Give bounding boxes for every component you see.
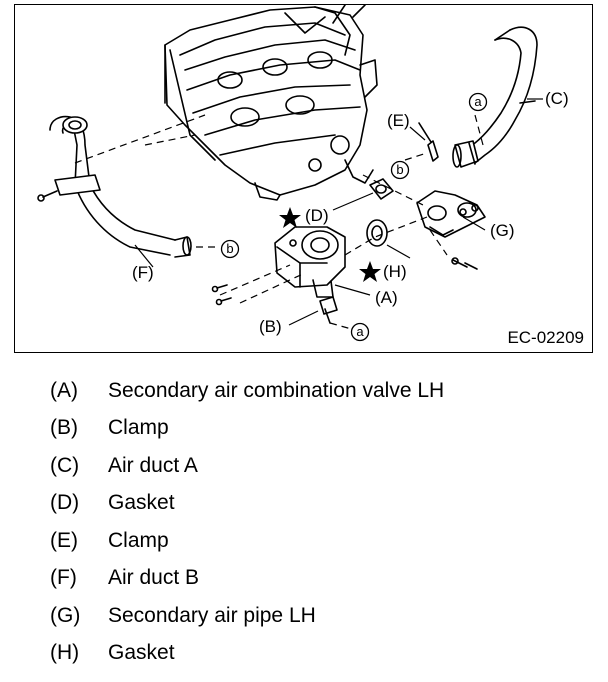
legend-code: (E) — [50, 528, 78, 552]
air-duct-b — [37, 115, 192, 258]
star-icon-h — [359, 261, 381, 282]
stars — [279, 207, 381, 282]
gasket-h — [366, 219, 388, 247]
callout-a: (A) — [375, 288, 398, 307]
callout-c: (C) — [545, 89, 569, 108]
connector-b-label: b — [226, 241, 233, 256]
figure-id: EC-02209 — [507, 328, 584, 347]
connector-a-label: a — [356, 324, 364, 339]
legend-text: Clamp — [108, 416, 169, 440]
engine-block — [164, 5, 378, 201]
legend-text: Gasket — [108, 491, 175, 515]
legend-text: Air duct B — [108, 566, 200, 590]
legend-item: (H) Gasket — [50, 635, 590, 673]
legend-item: (B) Clamp — [50, 410, 590, 448]
leader-lines — [134, 98, 543, 326]
connector-a-top — [468, 92, 488, 112]
connector-circles — [220, 92, 488, 342]
legend-text: Secondary air combination valve LH — [108, 378, 445, 402]
assembly-lines — [74, 114, 484, 331]
legend-item: (C) Air duct A — [50, 447, 590, 485]
callout-g: (G) — [490, 221, 515, 240]
callout-e: (E) — [387, 111, 410, 130]
secondary-air-pipe — [416, 190, 486, 270]
gasket-d — [369, 178, 394, 200]
legend-text: Clamp — [108, 528, 169, 552]
legend-code: (G) — [50, 603, 81, 627]
connector-a-bottom — [350, 322, 370, 342]
legend-item: (D) Gasket — [50, 485, 590, 523]
legend-text: Air duct A — [108, 453, 198, 477]
clamp-b — [319, 296, 338, 324]
legend-text: Gasket — [108, 641, 175, 665]
legend-item: (G) Secondary air pipe LH — [50, 597, 590, 635]
connector-b-top — [390, 160, 410, 180]
connector-b-label: b — [396, 162, 403, 177]
air-duct-a — [452, 26, 538, 168]
connector-a-label: a — [474, 94, 482, 109]
legend-code: (F) — [50, 566, 77, 590]
callout-f: (F) — [132, 263, 154, 282]
legend-text: Secondary air pipe LH — [108, 603, 316, 627]
callout-d: (D) — [305, 206, 329, 225]
diagram-drawing: a b b a (C) (E) (D) (G) (F) (H) (A) (B) — [37, 5, 569, 342]
combination-valve — [274, 226, 346, 298]
exploded-diagram: a b b a (C) (E) (D) (G) (F) (H) (A) (B) … — [14, 4, 593, 353]
legend-item: (E) Clamp — [50, 522, 590, 560]
parts-legend: (A) Secondary air combination valve LH (B… — [50, 372, 590, 672]
legend-code: (A) — [50, 378, 78, 402]
star-icon-d — [279, 207, 301, 228]
legend-code: (D) — [50, 491, 80, 515]
callout-h: (H) — [383, 262, 407, 281]
legend-item: (A) Secondary air combination valve LH — [50, 372, 590, 410]
connector-b-left — [220, 239, 240, 259]
legend-item: (F) Air duct B — [50, 560, 590, 598]
callout-b: (B) — [259, 317, 282, 336]
legend-code: (C) — [50, 453, 80, 477]
clamp-e — [418, 122, 439, 162]
legend-code: (B) — [50, 416, 78, 440]
legend-code: (H) — [50, 641, 80, 665]
